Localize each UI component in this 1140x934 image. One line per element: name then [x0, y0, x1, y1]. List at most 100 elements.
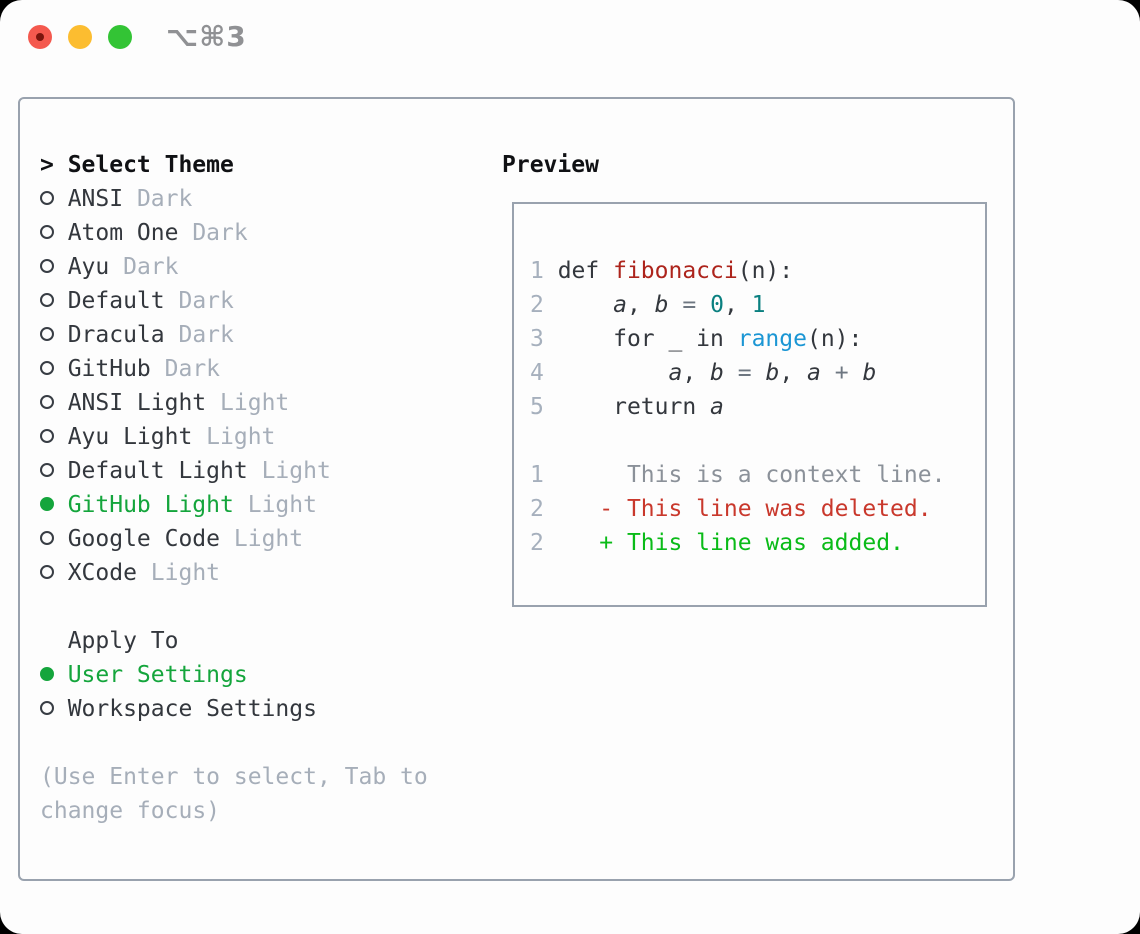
apply-option-label: Workspace Settings — [67, 696, 317, 722]
radio-unselected-icon — [40, 318, 68, 352]
radio-circle — [40, 395, 54, 409]
token-plain — [669, 292, 683, 318]
theme-option-ansi-light[interactable]: ANSI Light Light — [40, 386, 476, 420]
theme-option-github-light[interactable]: GitHub Light Light — [40, 488, 476, 522]
theme-variant-tag: Light — [247, 492, 317, 518]
zoom-button[interactable] — [108, 25, 132, 49]
token-add: + This line was added. — [599, 530, 904, 556]
theme-name: ANSI Light — [67, 390, 207, 416]
theme-variant-tag: Light — [150, 560, 221, 586]
token-var: a — [710, 394, 724, 420]
select-theme-header-label: Select Theme — [67, 152, 234, 178]
radio-unselected-icon — [40, 556, 68, 590]
theme-option-ayu[interactable]: Ayu Dark — [40, 250, 476, 284]
token-del: - This line was deleted. — [599, 496, 932, 522]
token-var: a — [668, 360, 683, 386]
token-plain — [821, 360, 835, 386]
token-lnum: 5 — [530, 394, 558, 420]
apply-option-user-settings[interactable]: User Settings — [40, 658, 476, 692]
token-ctx: This is a context line. — [626, 462, 946, 488]
theme-variant-tag: Dark — [192, 220, 248, 246]
token-plain: def — [557, 258, 614, 284]
code-line: 1 def fibonacci(n): — [530, 254, 945, 288]
radio-circle — [40, 463, 54, 477]
close-button[interactable] — [28, 25, 52, 49]
token-lnum: 4 — [530, 360, 558, 386]
blank-line — [530, 424, 945, 458]
token-plain: , — [682, 360, 711, 386]
theme-variant-tag: Light — [261, 458, 331, 484]
radio-unselected-icon — [40, 454, 68, 488]
radio-circle — [40, 327, 54, 341]
theme-name: Google Code — [67, 526, 221, 552]
theme-option-ayu-light[interactable]: Ayu Light Light — [40, 420, 476, 454]
token-op: + — [834, 360, 849, 386]
token-lnum: 2 — [530, 496, 558, 522]
theme-option-atom-one[interactable]: Atom One Dark — [40, 216, 476, 250]
theme-variant-tag: Dark — [136, 186, 193, 212]
radio-unselected-icon — [40, 522, 68, 556]
token-plain — [724, 360, 738, 386]
theme-name: GitHub — [67, 356, 151, 382]
theme-option-default-light[interactable]: Default Light Light — [40, 454, 476, 488]
token-op: = — [737, 360, 752, 386]
radio-unselected-icon — [40, 284, 68, 318]
theme-variant-tag: Dark — [164, 356, 221, 382]
select-theme-header: > Select Theme — [40, 148, 476, 182]
theme-name: Atom One — [67, 220, 179, 246]
token-plain: , — [723, 292, 752, 318]
radio-selected-icon — [40, 658, 68, 692]
apply-to-header-label: Apply To — [67, 628, 179, 654]
theme-variant-tag: Light — [220, 390, 290, 416]
token-plain: (n): — [806, 326, 863, 352]
token-plain: , — [779, 360, 808, 386]
focus-caret-icon: > — [40, 152, 54, 178]
theme-variant-tag: Dark — [178, 288, 234, 314]
modified-indicator-dot — [36, 33, 44, 41]
preview-header: Preview — [502, 152, 599, 178]
token-plain: , — [626, 292, 655, 318]
code-line: 3 for _ in range(n): — [530, 322, 945, 356]
spacer — [40, 726, 476, 760]
radio-circle — [40, 701, 54, 715]
radio-unselected-icon — [40, 352, 68, 386]
token-var: b — [862, 360, 877, 386]
diff-line-added: 2 + This line was added. — [530, 526, 945, 560]
radio-unselected-icon — [40, 182, 68, 216]
apply-option-workspace-settings[interactable]: Workspace Settings — [40, 692, 476, 726]
code-line: 2 a, b = 0, 1 — [530, 288, 945, 322]
token-lnum: 1 — [530, 258, 558, 284]
token-var: b — [654, 292, 669, 318]
theme-option-google-code[interactable]: Google Code Light — [40, 522, 476, 556]
window-title: ⌥⌘3 — [166, 20, 247, 53]
radio-circle — [40, 293, 54, 307]
radio-circle — [40, 531, 54, 545]
minimize-button[interactable] — [68, 25, 92, 49]
token-lnum: 2 — [530, 292, 558, 318]
theme-option-github[interactable]: GitHub Dark — [40, 352, 476, 386]
token-plain: return — [557, 394, 711, 420]
theme-variant-tag: Dark — [178, 322, 234, 348]
token-var: a — [807, 360, 821, 386]
apply-option-label: User Settings — [67, 662, 248, 688]
diff-line-context: 1 This is a context line. — [530, 458, 945, 492]
theme-name: Ayu — [67, 254, 110, 280]
theme-option-ansi[interactable]: ANSI Dark — [40, 182, 476, 216]
theme-option-xcode[interactable]: XCode Light — [40, 556, 476, 590]
radio-circle — [40, 259, 54, 273]
titlebar: ⌥⌘3 — [0, 0, 1140, 74]
theme-option-default[interactable]: Default Dark — [40, 284, 476, 318]
radio-circle — [40, 361, 54, 375]
token-var: a — [613, 292, 627, 318]
apply-to-header: Apply To — [40, 624, 476, 658]
code-line: 4 a, b = b, a + b — [530, 356, 945, 390]
diff-line-deleted: 2 - This line was deleted. — [530, 492, 945, 526]
token-lnum: 3 — [530, 326, 558, 352]
theme-option-dracula[interactable]: Dracula Dark — [40, 318, 476, 352]
token-plain — [752, 360, 766, 386]
theme-variant-tag: Light — [206, 424, 276, 450]
